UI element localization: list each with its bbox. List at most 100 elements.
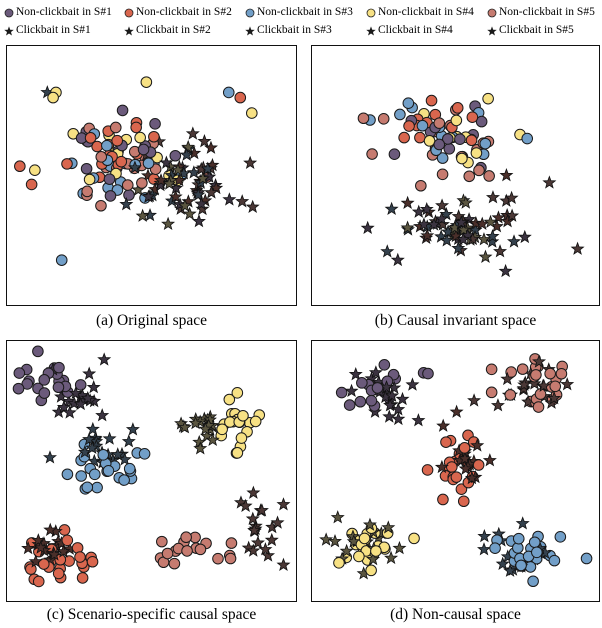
legend-item-clickbait-in-s-4: Clickbait in S#4	[366, 24, 453, 37]
non-clickbait-point	[436, 152, 449, 164]
clickbait-point	[477, 542, 491, 556]
subplot-a-original-space	[6, 45, 297, 306]
clickbait-point	[490, 398, 505, 412]
clickbait-point	[191, 214, 206, 228]
clickbait-point	[491, 210, 506, 224]
clickbait-point	[264, 532, 279, 547]
clickbait-point	[222, 192, 237, 206]
clickbait-point	[73, 396, 88, 411]
non-clickbait-point	[25, 563, 37, 575]
non-clickbait-point	[140, 76, 153, 88]
non-clickbait-point	[235, 432, 248, 444]
clickbait-point	[246, 543, 261, 557]
clickbait-point	[505, 208, 520, 222]
clickbait-point	[191, 187, 206, 201]
non-clickbait-point	[377, 113, 390, 125]
clickbait-point	[102, 431, 117, 445]
clickbait-point	[451, 241, 466, 255]
non-clickbait-point	[81, 185, 93, 198]
clickbait-point	[485, 190, 500, 204]
clickbait-point	[238, 498, 253, 512]
non-clickbait-point	[423, 135, 436, 147]
clickbait-point	[21, 541, 36, 555]
clickbait-point	[254, 503, 269, 517]
clickbait-point	[47, 547, 62, 561]
clickbait-point	[434, 459, 449, 474]
non-clickbait-point	[61, 158, 73, 170]
subplot-d-non-causal-space	[311, 340, 600, 602]
clickbait-point	[194, 196, 209, 210]
clickbait-point	[536, 378, 551, 392]
clickbait-point	[247, 523, 262, 537]
legend-label: Clickbait in S#2	[136, 24, 211, 36]
circle-marker-icon	[366, 8, 376, 17]
non-clickbait-point	[489, 542, 501, 554]
legend-item-non-clickbait-in-s-4: Non-clickbait in S#4	[366, 6, 474, 19]
non-clickbait-point	[231, 447, 244, 459]
clickbait-point	[170, 162, 185, 176]
non-clickbait-point	[580, 552, 593, 565]
non-clickbait-point	[485, 363, 498, 376]
non-clickbait-point	[180, 531, 192, 544]
non-clickbait-point	[394, 108, 406, 121]
non-clickbait-point	[123, 462, 136, 475]
clickbait-point	[168, 189, 183, 203]
legend-label: Clickbait in S#1	[16, 24, 91, 36]
non-clickbait-point	[454, 133, 466, 145]
clickbait-point	[43, 522, 58, 536]
non-clickbait-point	[548, 554, 561, 567]
clickbait-point	[177, 420, 192, 434]
non-clickbait-point	[483, 170, 495, 182]
non-clickbait-point	[335, 386, 348, 399]
star-marker-icon	[487, 25, 497, 35]
non-clickbait-point	[104, 190, 117, 202]
non-clickbait-point	[425, 94, 438, 107]
clickbait-point	[143, 207, 157, 222]
clickbait-point	[346, 534, 361, 548]
legend-label: Non-clickbait in S#5	[499, 6, 595, 18]
non-clickbait-point	[25, 178, 38, 191]
clickbait-point	[451, 209, 466, 223]
non-clickbait-point	[61, 534, 74, 547]
clickbait-point	[478, 249, 493, 263]
non-clickbait-point	[222, 86, 235, 99]
non-clickbait-point	[74, 551, 86, 563]
non-clickbait-point	[121, 179, 134, 191]
clickbait-point	[276, 497, 291, 511]
caption-a: (a) Original space	[95, 312, 208, 329]
non-clickbait-point	[91, 481, 103, 494]
non-clickbait-point	[433, 117, 446, 129]
clickbait-point	[384, 550, 399, 565]
non-clickbait-point	[115, 155, 128, 168]
star-marker-icon	[4, 25, 14, 35]
clickbait-point	[532, 354, 547, 368]
non-clickbait-point	[532, 401, 545, 413]
non-clickbait-point	[12, 382, 25, 395]
non-clickbait-point	[142, 157, 155, 170]
non-clickbait-point	[81, 481, 94, 494]
non-clickbait-point	[53, 361, 65, 374]
non-clickbait-point	[443, 142, 456, 155]
clickbait-point	[483, 214, 498, 229]
non-clickbait-point	[531, 546, 543, 559]
clickbait-point	[250, 535, 265, 549]
clickbait-point	[458, 461, 473, 475]
clickbait-point	[245, 511, 260, 525]
non-clickbait-point	[544, 367, 556, 380]
clickbait-point	[95, 408, 110, 422]
clickbait-point	[162, 176, 177, 190]
clickbait-point	[258, 542, 273, 556]
non-clickbait-point	[530, 369, 542, 381]
non-clickbait-point	[29, 164, 41, 176]
clickbait-point	[185, 126, 200, 140]
legend-item-clickbait-in-s-2: Clickbait in S#2	[124, 24, 211, 37]
legend-item-clickbait-in-s-1: Clickbait in S#1	[4, 24, 91, 37]
clickbait-point	[485, 234, 500, 248]
non-clickbait-point	[371, 382, 384, 394]
clickbait-point	[495, 556, 510, 570]
clickbait-point	[188, 415, 203, 430]
non-clickbait-point	[86, 555, 99, 568]
non-clickbait-point	[137, 143, 150, 156]
clickbait-point	[360, 220, 375, 235]
